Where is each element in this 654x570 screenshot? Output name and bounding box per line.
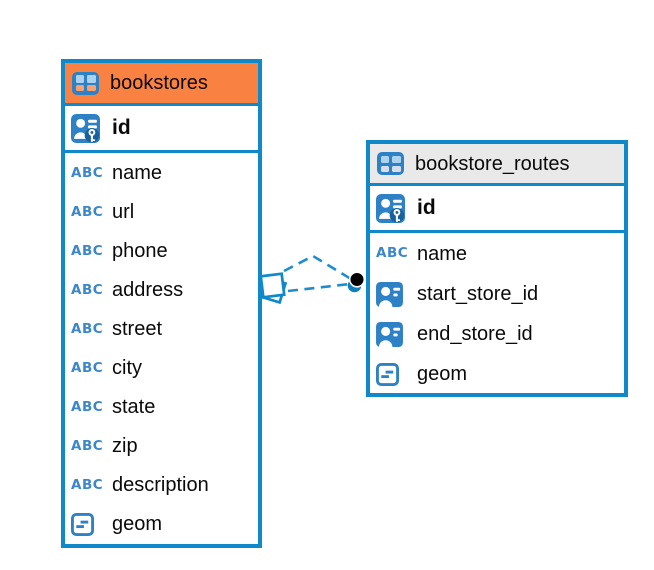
table-bookstore-routes[interactable]: bookstore_routes id ABC name ABC start_s… [366,140,628,397]
many-end-marker[interactable] [258,272,288,305]
columns-list: ABC name ABC url ABC phone ABC address A… [65,153,258,544]
relationship-line[interactable] [283,254,352,281]
abc-icon: ABC [71,281,104,298]
abc-icon: ABC [71,320,104,337]
person-card-icon [376,322,403,347]
table-title: bookstores [110,72,208,94]
table-bookstores[interactable]: bookstores id ABC name ABC url ABC phone… [61,59,262,548]
column-row[interactable]: ABC name [65,154,258,193]
table-icon [377,152,404,175]
primary-key-row[interactable]: id [370,186,624,233]
column-row[interactable]: ABC description [65,466,258,505]
column-row[interactable]: ABC street [65,310,258,349]
column-row[interactable]: ABC city [65,349,258,388]
person-key-icon [71,114,100,143]
column-name: end_store_id [417,322,533,345]
column-name: geom [112,513,163,535]
abc-icon: ABC [71,359,104,376]
person-key-icon [376,194,405,223]
abc-icon: ABC [71,242,104,259]
column-row[interactable]: ABC start_store_id [370,274,624,314]
column-name: id [417,196,436,219]
abc-icon: ABC [71,203,104,220]
column-name: description [112,474,209,496]
one-end-marker[interactable] [347,271,366,293]
column-row[interactable]: ABC zip [65,427,258,466]
table-icon [72,71,99,95]
abc-icon: ABC [376,245,409,262]
geometry-box-icon [376,363,399,386]
table-header[interactable]: bookstores [65,63,258,106]
abc-icon: ABC [71,476,104,493]
column-row[interactable]: ABC geom [370,354,624,393]
column-row[interactable]: ABC end_store_id [370,314,624,354]
column-name: geom [417,362,468,385]
column-row[interactable]: ABC url [65,193,258,232]
column-name: address [112,279,184,301]
column-name: zip [112,435,138,457]
abc-icon: ABC [71,437,104,454]
column-name: url [112,201,135,223]
table-header[interactable]: bookstore_routes [370,144,624,186]
abc-icon: ABC [71,398,104,415]
relationship-line[interactable] [287,282,351,293]
table-title: bookstore_routes [415,152,570,175]
column-row[interactable]: ABC phone [65,232,258,271]
column-name: name [417,242,468,265]
column-name: phone [112,240,168,262]
column-name: street [112,318,163,340]
column-row[interactable]: ABC name [370,234,624,274]
column-name: start_store_id [417,282,539,305]
column-name: name [112,162,163,184]
column-row[interactable]: ABC address [65,271,258,310]
geometry-box-icon [71,513,94,536]
abc-icon: ABC [71,164,104,181]
column-row[interactable]: ABC state [65,388,258,427]
column-name: city [112,357,142,379]
column-row[interactable]: ABC geom [65,505,258,544]
primary-key-row[interactable]: id [65,106,258,153]
person-card-icon [376,282,403,307]
columns-list: ABC name ABC start_store_id ABC end_stor… [370,233,624,393]
column-name: id [112,116,131,139]
column-name: state [112,396,156,418]
